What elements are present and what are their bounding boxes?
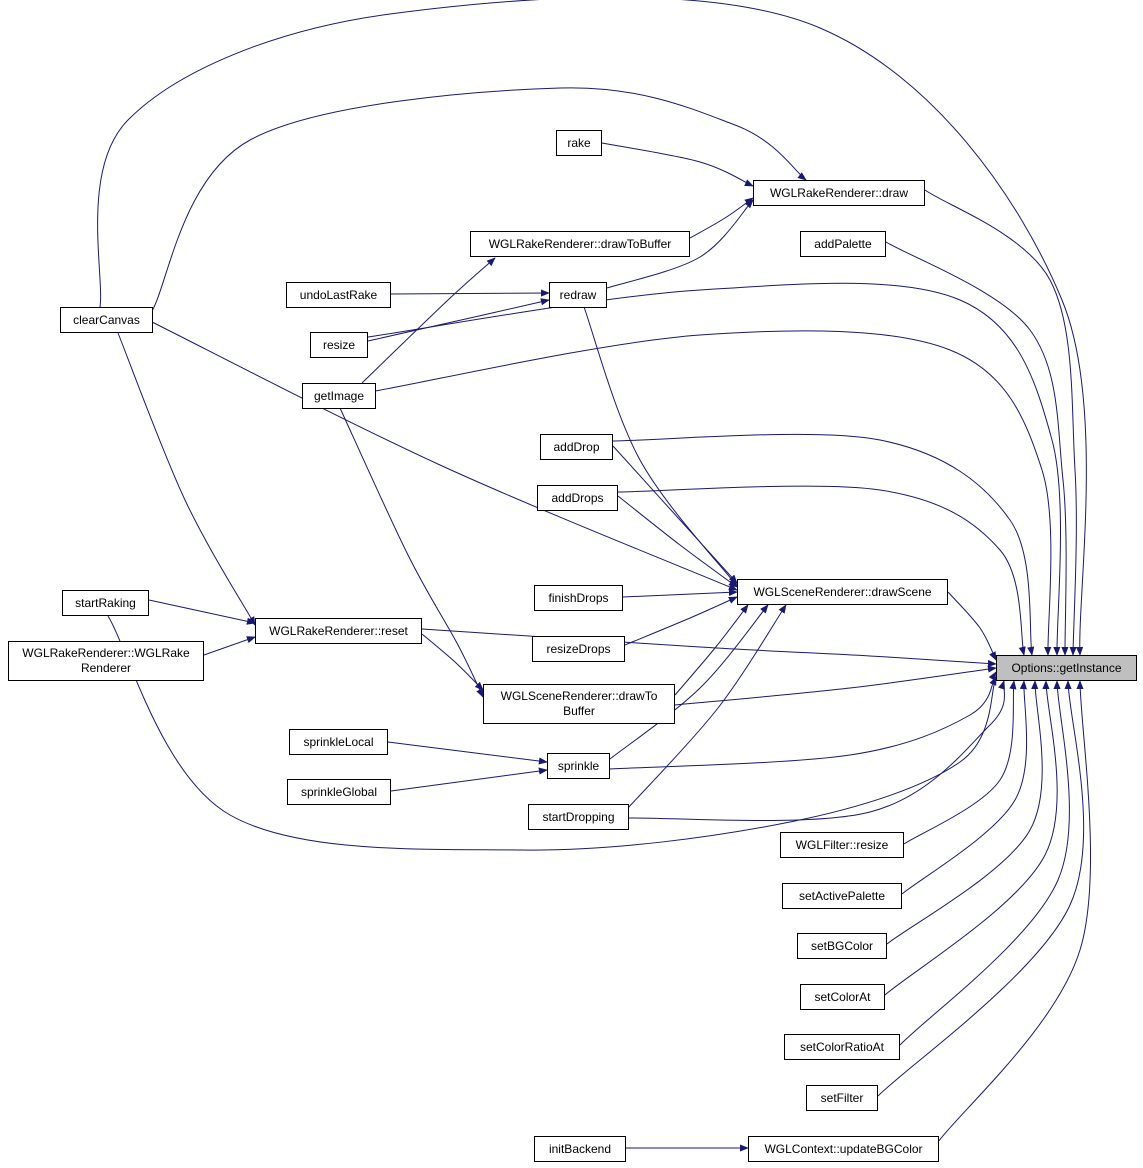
graph-node-startDropping[interactable]: startDropping [528,804,629,830]
edge-addDrops-drawScene [617,495,738,588]
edge-setBGColor-getInstance [886,680,1043,945]
edge-sceneDrawToBuffer-drawScene [674,604,749,696]
graph-node-clearCanvas[interactable]: clearCanvas [60,307,153,333]
edge-finishDrops-drawScene [622,588,738,598]
edge-rakeCtor-reset [203,636,256,656]
edge-startRaking-reset [148,599,256,625]
edge-resizeDrops-drawScene [624,596,738,646]
graph-node-getImage[interactable]: getImage [302,383,376,409]
edge-undoLastRake-redraw [390,289,550,297]
graph-node-addDrop[interactable]: addDrop [540,434,613,460]
edge-clearCanvas-drawScene [151,321,738,591]
graph-node-addDrops[interactable]: addDrops [537,485,618,511]
edge-sceneDrawToBuffer-getInstance [674,665,997,706]
edge-addDrop-drawScene [612,445,738,584]
edge-startDropping-drawScene [627,604,787,809]
edge-setColorRatioAt-getInstance [899,680,1070,1046]
edge-rake-draw [601,142,754,187]
edge-getImage-sceneDrawToBuffer [339,407,484,698]
edge-getImage-getInstance [374,330,1052,656]
edge-addPalette-getInstance [885,241,1069,656]
graph-node-startRaking[interactable]: startRaking [62,590,149,616]
edge-updateBGColor-getInstance [937,680,1091,1143]
edge-startRaking-getInstance [107,615,997,851]
edge-setColorAt-getInstance [884,680,1058,996]
edge-clearCanvas-reset [117,332,256,626]
graph-node-setColorRatioAt[interactable]: setColorRatioAt [784,1034,900,1060]
edge-redraw-drawScene [583,306,738,587]
graph-node-updateBGColor[interactable]: WGLContext::updateBGColor [748,1136,939,1162]
edge-drawScene-getInstance [947,591,997,661]
edge-reset-getInstance [421,628,997,668]
graph-node-setActivePalette[interactable]: setActivePalette [782,883,902,909]
graph-node-rake[interactable]: rake [556,130,602,156]
graph-node-setFilter[interactable]: setFilter [806,1085,878,1111]
edge-filterResize-getInstance [903,680,1017,845]
graph-node-sprinkleGlobal[interactable]: sprinkleGlobal [287,779,391,805]
edge-clearCanvas-draw [151,87,807,312]
graph-node-resize[interactable]: resize [310,332,368,358]
edge-reset-sceneDrawToBuffer [421,633,484,691]
edge-addDrop-getInstance [612,433,1035,656]
edge-draw-getInstance [924,189,1077,656]
graph-node-setBGColor[interactable]: setBGColor [797,933,887,959]
graph-node-reset[interactable]: WGLRakeRenderer::reset [255,618,422,644]
graph-node-rakeDrawToBuffer[interactable]: WGLRakeRenderer::drawToBuffer [470,231,690,257]
graph-node-finishDrops[interactable]: finishDrops [534,585,623,611]
graph-node-undoLastRake[interactable]: undoLastRake [286,282,391,308]
edge-getImage-rakeDrawToBuffer [361,257,496,384]
edge-startDropping-getInstance [627,680,1005,822]
graph-node-getInstance: Options::getInstance [996,655,1137,681]
edge-sprinkle-getInstance [609,671,997,770]
graph-node-sprinkleLocal[interactable]: sprinkleLocal [289,729,388,755]
edge-setActivePalette-getInstance [901,680,1028,895]
edge-rakeDrawToBuffer-draw [689,197,754,239]
edge-clearCanvas-getInstance [97,0,1087,656]
graph-node-sceneDrawToBuffer[interactable]: WGLSceneRenderer::drawTo Buffer [483,684,675,724]
graph-node-filterResize[interactable]: WGLFilter::resize [780,832,904,858]
graph-node-addPalette[interactable]: addPalette [800,231,886,257]
graph-node-setColorAt[interactable]: setColorAt [800,984,885,1010]
graph-node-resizeDrops[interactable]: resizeDrops [532,636,625,662]
edge-resize-redraw [367,298,550,342]
edge-sprinkleGlobal-sprinkle [390,767,548,792]
graph-node-draw[interactable]: WGLRakeRenderer::draw [753,180,925,206]
graph-node-redraw[interactable]: redraw [549,282,607,308]
graph-node-initBackend[interactable]: initBackend [534,1136,626,1162]
edge-sprinkleLocal-sprinkle [387,741,548,765]
edge-redraw-draw [606,199,754,289]
graph-node-sprinkle[interactable]: sprinkle [547,753,610,779]
edge-sprinkle-drawScene [609,604,769,760]
edge-addDrops-getInstance [617,485,1026,656]
graph-node-drawScene[interactable]: WGLSceneRenderer::drawScene [737,579,948,605]
graph-node-rakeCtor[interactable]: WGLRakeRenderer::WGLRake Renderer [8,641,204,681]
edge-setFilter-getInstance [877,680,1085,1097]
